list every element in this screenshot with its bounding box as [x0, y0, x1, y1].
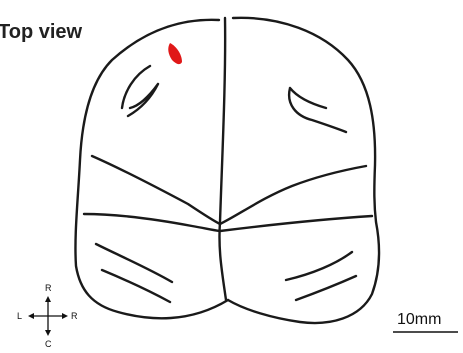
right-crescent: [289, 88, 346, 132]
right-hemisphere-outline: [228, 18, 379, 323]
compass-label-left: L: [17, 311, 22, 321]
compass-arrow-left: [28, 313, 34, 319]
left-middle-sulcus: [92, 156, 220, 224]
left-crescent: [128, 84, 158, 116]
compass-arrow-right: [62, 313, 68, 319]
midline-fissure: [219, 18, 226, 300]
right-lower-sulcus: [286, 252, 352, 280]
compass-arrow-up: [45, 296, 51, 302]
compass-label-bottom: C: [45, 339, 52, 349]
left-posterior-lobe: [84, 214, 220, 231]
compass-arrow-down: [45, 330, 51, 336]
left-hemisphere-outline: [75, 20, 228, 318]
compass-label-top: R: [45, 283, 52, 293]
red-lesion-marker: [168, 43, 182, 64]
right-bottom-sulcus: [296, 276, 356, 300]
right-posterior-lobe: [220, 216, 372, 231]
compass-label-right: R: [71, 311, 78, 321]
left-lower-sulcus: [96, 244, 172, 282]
orientation-compass: [28, 296, 68, 336]
right-middle-sulcus: [220, 166, 366, 224]
scale-bar-label: 10mm: [397, 311, 441, 329]
